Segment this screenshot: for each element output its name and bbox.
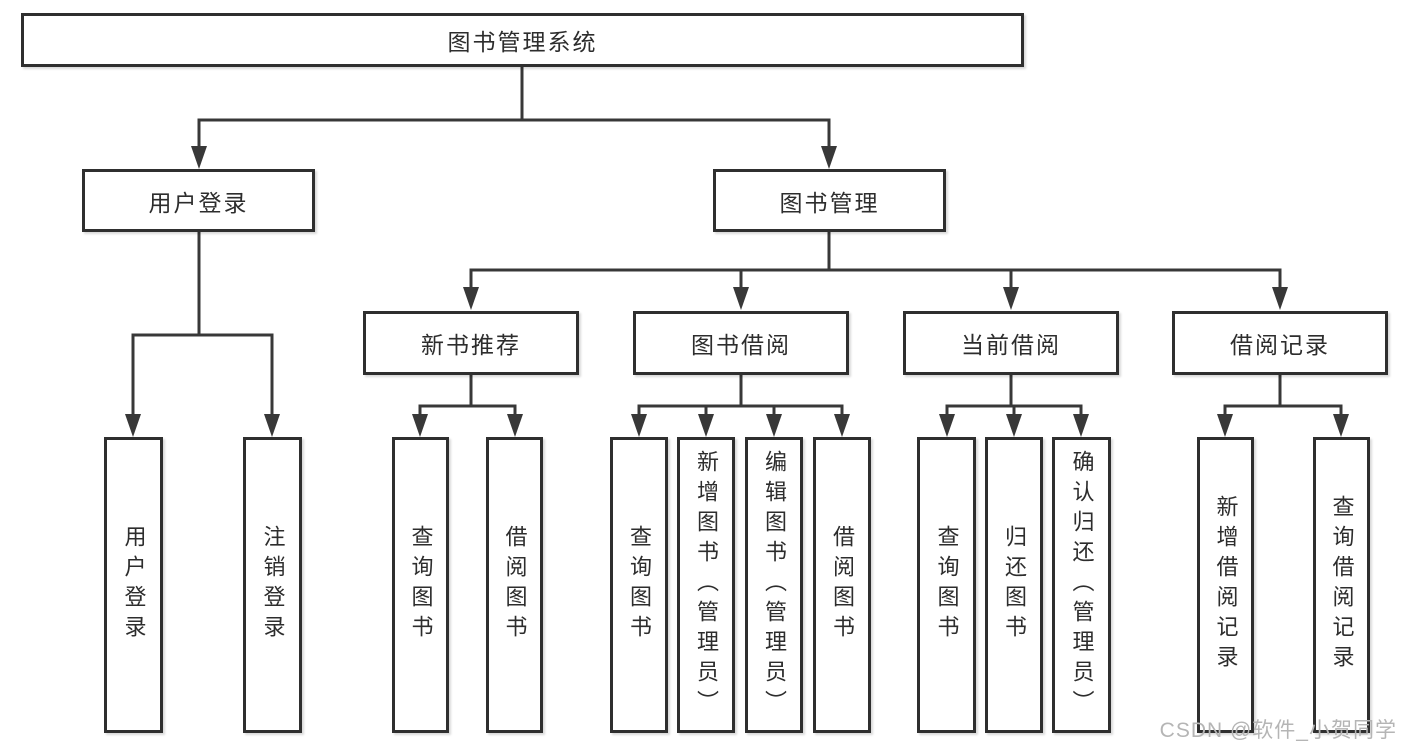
arrowhead (939, 414, 955, 437)
connector-current-borrow-split (945, 375, 1083, 418)
leaf-label: 用户登录 (121, 525, 147, 645)
arrowhead (1003, 287, 1019, 310)
leaf-logout-login: 注销登录 (243, 437, 302, 733)
node-user-login-branch: 用户登录 (82, 169, 315, 232)
leaf-borrow-borrow-books: 借阅图书 (813, 437, 871, 733)
leaf-records-query-borrow-record: 查询借阅记录 (1313, 437, 1370, 733)
node-current-borrow: 当前借阅 (903, 311, 1119, 375)
leaf-recommend-borrow-books: 借阅图书 (486, 437, 543, 733)
leaf-label: 新增图书（管理员） (694, 450, 719, 720)
connector-borrow-records-split (1223, 375, 1343, 418)
arrowhead (463, 287, 479, 310)
leaf-label: 查询图书 (627, 525, 652, 645)
watermark: CSDN @软件_小贺同学 (1159, 719, 1397, 742)
leaf-user-login: 用户登录 (104, 437, 163, 733)
leaf-borrow-query-books: 查询图书 (610, 437, 668, 733)
node-book-management: 图书管理 (713, 169, 946, 232)
connector-level2-bar (197, 118, 831, 150)
node-root: 图书管理系统 (21, 13, 1024, 67)
connector-book-management-split (469, 232, 1282, 290)
leaf-borrow-add-books-admin: 新增图书（管理员） (677, 437, 735, 733)
leaf-label: 查询图书 (408, 525, 434, 645)
leaf-label: 查询借阅记录 (1329, 495, 1355, 675)
leaf-current-confirm-return-admin: 确认归还（管理员） (1052, 437, 1111, 733)
arrowhead (1333, 414, 1349, 437)
leaf-label: 新增借阅记录 (1213, 495, 1239, 675)
leaf-label: 借阅图书 (502, 525, 528, 645)
leaf-current-return-books: 归还图书 (985, 437, 1043, 733)
leaf-label: 确认归还（管理员） (1069, 450, 1095, 720)
leaf-label: 归还图书 (1002, 525, 1027, 645)
connector-user-login-split (131, 232, 274, 418)
arrowhead (1217, 414, 1233, 437)
leaf-label: 注销登录 (260, 525, 286, 645)
connector-book-borrow-split (637, 375, 844, 418)
arrowhead (821, 146, 837, 169)
leaf-records-add-borrow-record: 新增借阅记录 (1197, 437, 1254, 733)
node-book-borrow: 图书借阅 (633, 311, 849, 375)
arrowhead (766, 414, 782, 437)
arrowhead (1272, 287, 1288, 310)
arrowhead (191, 146, 207, 169)
arrowhead (631, 414, 647, 437)
arrowhead (733, 287, 749, 310)
leaf-label: 借阅图书 (830, 525, 855, 645)
arrowhead (412, 414, 428, 437)
leaf-current-query-books: 查询图书 (917, 437, 976, 733)
leaf-borrow-edit-books-admin: 编辑图书（管理员） (745, 437, 803, 733)
arrowhead (834, 414, 850, 437)
arrowhead (507, 414, 523, 437)
arrowhead (1006, 414, 1022, 437)
leaf-label: 编辑图书（管理员） (762, 450, 787, 720)
arrowhead (264, 414, 280, 437)
arrowhead (1073, 414, 1089, 437)
connector-new-book-split (418, 375, 517, 418)
node-new-book-recommend: 新书推荐 (363, 311, 579, 375)
arrowhead (698, 414, 714, 437)
arrowhead (125, 414, 141, 437)
node-borrow-records: 借阅记录 (1172, 311, 1388, 375)
leaf-label: 查询图书 (934, 525, 960, 645)
leaf-recommend-query-books: 查询图书 (392, 437, 449, 733)
